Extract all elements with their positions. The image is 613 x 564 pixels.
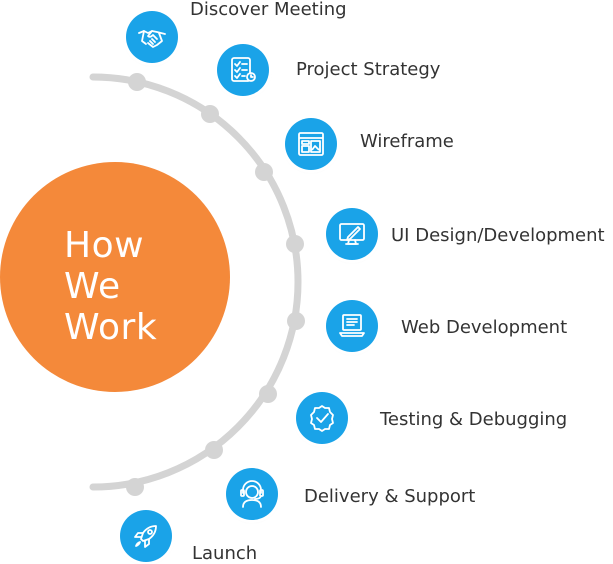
step-wireframe <box>285 118 337 170</box>
step-label: Testing & Debugging <box>380 409 568 430</box>
step-testing-debugging <box>296 392 348 444</box>
step-web-development <box>326 300 378 352</box>
arc-node <box>201 105 219 123</box>
step-project-strategy <box>217 44 269 96</box>
arc-node <box>126 478 144 496</box>
step-label: Launch <box>192 543 258 564</box>
step-label: Wireframe <box>360 131 454 152</box>
center-circle <box>0 162 230 392</box>
rocket-icon <box>134 525 157 548</box>
arc-node <box>286 235 304 253</box>
laptop-code-icon <box>339 314 365 337</box>
check-badge-icon <box>310 405 334 432</box>
wireframe-icon <box>298 132 324 156</box>
step-label: UI Design/Development <box>391 225 605 246</box>
handshake-icon <box>138 30 166 48</box>
step-label: Project Strategy <box>296 59 441 80</box>
step-ui-design <box>326 208 378 260</box>
monitor-pen-icon <box>339 223 365 245</box>
checklist-icon <box>231 57 256 82</box>
step-delivery-support <box>226 468 278 520</box>
step-label: Delivery & Support <box>304 486 476 507</box>
step-launch <box>120 510 172 562</box>
arc-node <box>128 73 146 91</box>
center-title-line: Work <box>64 307 158 348</box>
arc-node <box>287 312 305 330</box>
center-title: How We Work <box>64 225 224 348</box>
headset-icon <box>240 480 264 508</box>
step-label: Web Development <box>401 317 568 338</box>
center-title-line: How <box>64 225 145 266</box>
arc-node <box>259 385 277 403</box>
arc-node <box>255 163 273 181</box>
arc-node <box>205 441 223 459</box>
step-discover-meeting <box>126 11 178 63</box>
arc-line <box>89 73 302 491</box>
center-title-line: We <box>64 266 121 307</box>
step-label: Discover Meeting <box>190 0 347 20</box>
